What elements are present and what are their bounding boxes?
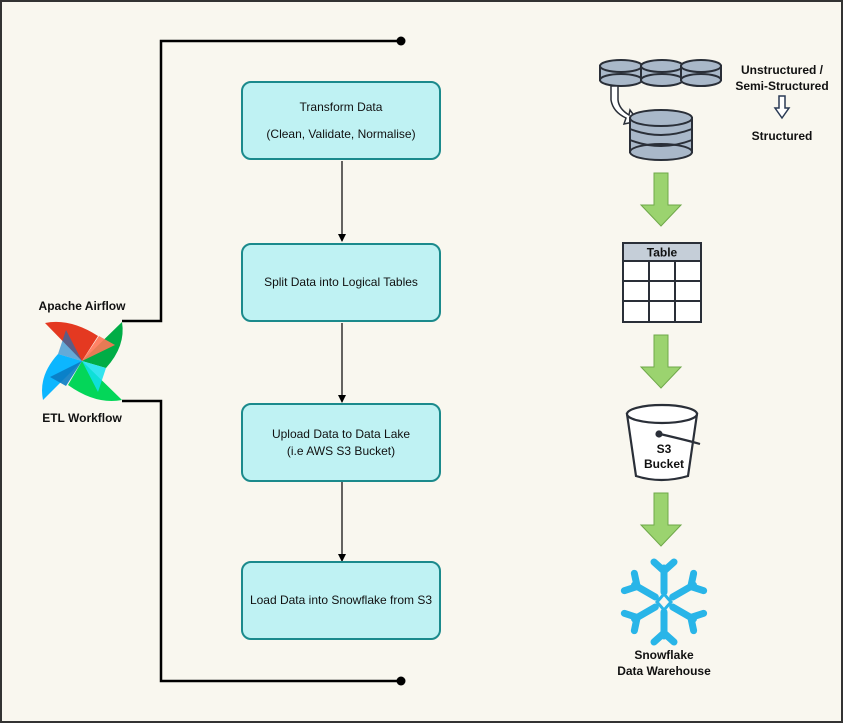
s3-bucket-icon bbox=[625, 403, 701, 482]
airflow-bracket-bottom bbox=[122, 399, 401, 683]
legend-unstructured-label: Unstructured / Semi-Structured bbox=[727, 63, 837, 94]
table-icon-header: Table bbox=[647, 246, 678, 260]
legend-unstructured-line2: Semi-Structured bbox=[735, 78, 829, 93]
table-icon bbox=[622, 242, 702, 323]
bracket-bottom-end-dot bbox=[396, 676, 406, 686]
green-arrow-1-icon bbox=[639, 172, 683, 227]
green-arrow-3-icon bbox=[639, 492, 683, 547]
legend-down-arrow-icon bbox=[773, 95, 791, 120]
step-load-data-title: Load Data into Snowflake from S3 bbox=[249, 593, 433, 608]
s3-bucket-line1: S3 bbox=[657, 442, 672, 456]
small-database-left bbox=[599, 59, 643, 87]
step-upload-data-box: Upload Data to Data Lake (i.e AWS S3 Buc… bbox=[241, 403, 441, 482]
database-cluster-icon bbox=[599, 59, 722, 161]
small-database-middle bbox=[640, 59, 684, 87]
small-database-right bbox=[680, 59, 722, 87]
step-transform-data-subtitle: (Clean, Validate, Normalise) bbox=[266, 126, 416, 141]
step-transform-data-box: Transform Data (Clean, Validate, Normali… bbox=[241, 81, 441, 160]
step-load-data-box: Load Data into Snowflake from S3 bbox=[241, 561, 441, 640]
airflow-logo-icon bbox=[42, 321, 123, 401]
step-split-data-box: Split Data into Logical Tables bbox=[241, 243, 441, 322]
legend-structured-label: Structured bbox=[751, 129, 813, 143]
step-split-data-title: Split Data into Logical Tables bbox=[264, 275, 418, 290]
green-arrow-2-icon bbox=[639, 334, 683, 389]
snowflake-logo-icon bbox=[624, 558, 703, 642]
legend-unstructured-line1: Unstructured / bbox=[740, 63, 823, 77]
snowflake-caption: Snowflake Data Warehouse bbox=[594, 648, 734, 679]
airflow-title: Apache Airflow bbox=[38, 299, 126, 313]
snowflake-caption-line1: Snowflake bbox=[634, 648, 694, 662]
large-database bbox=[629, 109, 693, 161]
airflow-bracket-top bbox=[122, 39, 401, 323]
step-transform-data-title: Transform Data bbox=[299, 100, 383, 115]
snowflake-caption-line2: Data Warehouse bbox=[617, 663, 711, 678]
airflow-caption: ETL Workflow bbox=[42, 411, 122, 425]
bracket-top-end-dot bbox=[396, 36, 406, 46]
s3-bucket-line2: Bucket bbox=[644, 457, 684, 471]
step-upload-data-title: Upload Data to Data Lake bbox=[271, 427, 411, 442]
step-upload-data-subtitle: (i.e AWS S3 Bucket) bbox=[286, 443, 396, 458]
